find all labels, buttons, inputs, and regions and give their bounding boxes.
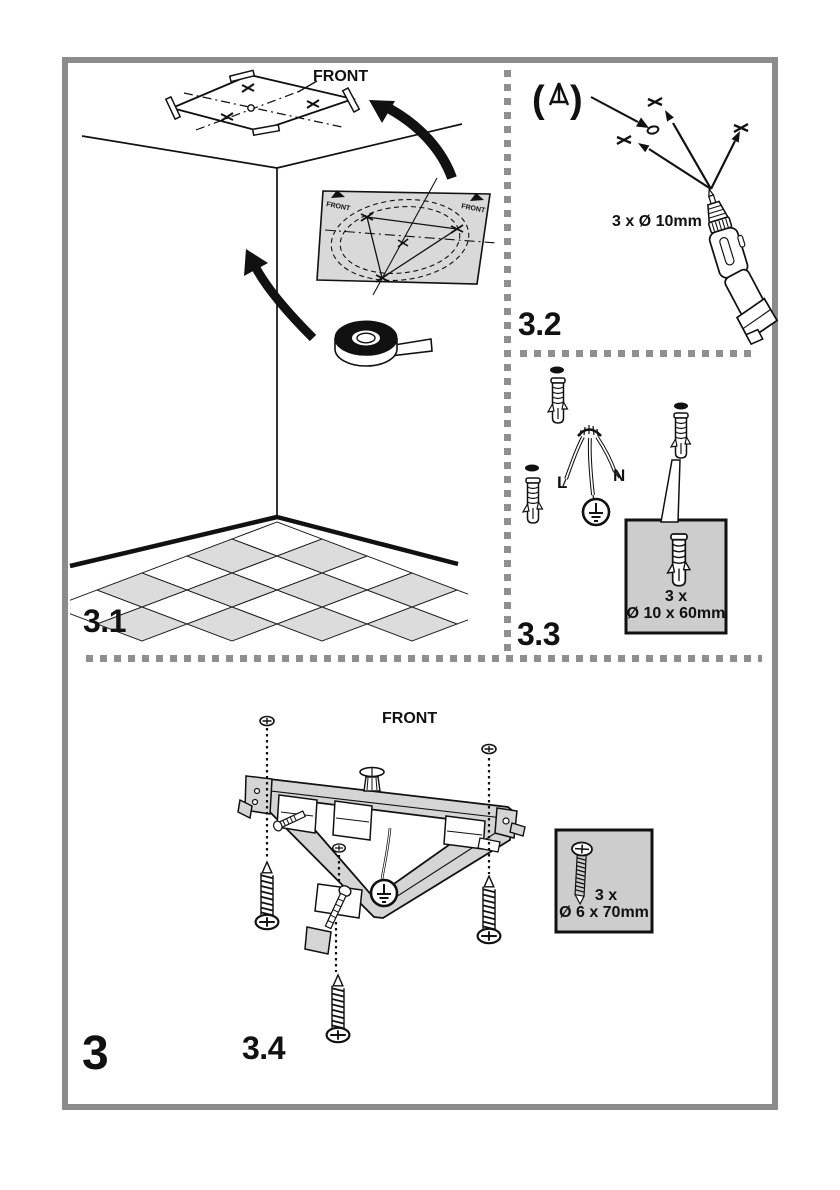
sheet-front-label-right: FRONT <box>461 203 487 215</box>
front-label-bracket: FRONT <box>382 710 438 727</box>
screw-callout <box>554 828 654 934</box>
section-label-3-2: 3.2 <box>518 306 561 342</box>
front-label-ceiling: FRONT <box>313 68 369 85</box>
anchor-callout-size: Ø 10 x 60mm <box>626 605 726 622</box>
section-label-3-4: 3.4 <box>242 1030 285 1066</box>
wire-label-l: L <box>557 473 568 492</box>
wire-label-n: N <box>613 466 626 485</box>
floor-tiles <box>70 521 468 642</box>
ground-symbol-33 <box>581 497 611 527</box>
drill-mark-symbol: ( ) <box>532 79 583 121</box>
section-label-3-3: 3.3 <box>517 616 560 652</box>
drill-spec: 3 x Ø 10mm <box>612 213 702 230</box>
drilling-template-sheet: FRONT FRONT <box>316 177 498 296</box>
screw-callout-size: Ø 6 x 70mm <box>559 904 649 921</box>
tape-roll <box>334 320 433 367</box>
paren-close: ) <box>570 79 583 121</box>
arrow-tape-to-wall <box>244 249 317 342</box>
arrow-sheet-to-ceiling <box>369 100 457 180</box>
divider-main <box>86 655 762 662</box>
drill <box>707 187 779 346</box>
wall-anchors <box>522 366 692 524</box>
wing-screw <box>359 766 385 792</box>
anchor-callout-qty: 3 x <box>664 588 688 605</box>
bracket-screws <box>254 715 502 1044</box>
power-cable <box>562 425 620 502</box>
anchor-callout <box>624 459 728 635</box>
room-corner-illustration <box>69 123 463 569</box>
paren-open: ( <box>532 79 545 121</box>
mounting-bracket <box>237 766 526 955</box>
section-label-3-1: 3.1 <box>83 603 126 639</box>
page-number: 3 <box>82 1027 109 1080</box>
drill-marks <box>590 96 749 190</box>
screw-callout-qty: 3 x <box>594 887 618 904</box>
ceiling-template <box>164 69 361 137</box>
divider-32-33 <box>520 350 758 357</box>
sheet-front-label-left: FRONT <box>326 201 352 213</box>
divider-vertical <box>504 70 511 658</box>
page-frame <box>62 57 778 1110</box>
